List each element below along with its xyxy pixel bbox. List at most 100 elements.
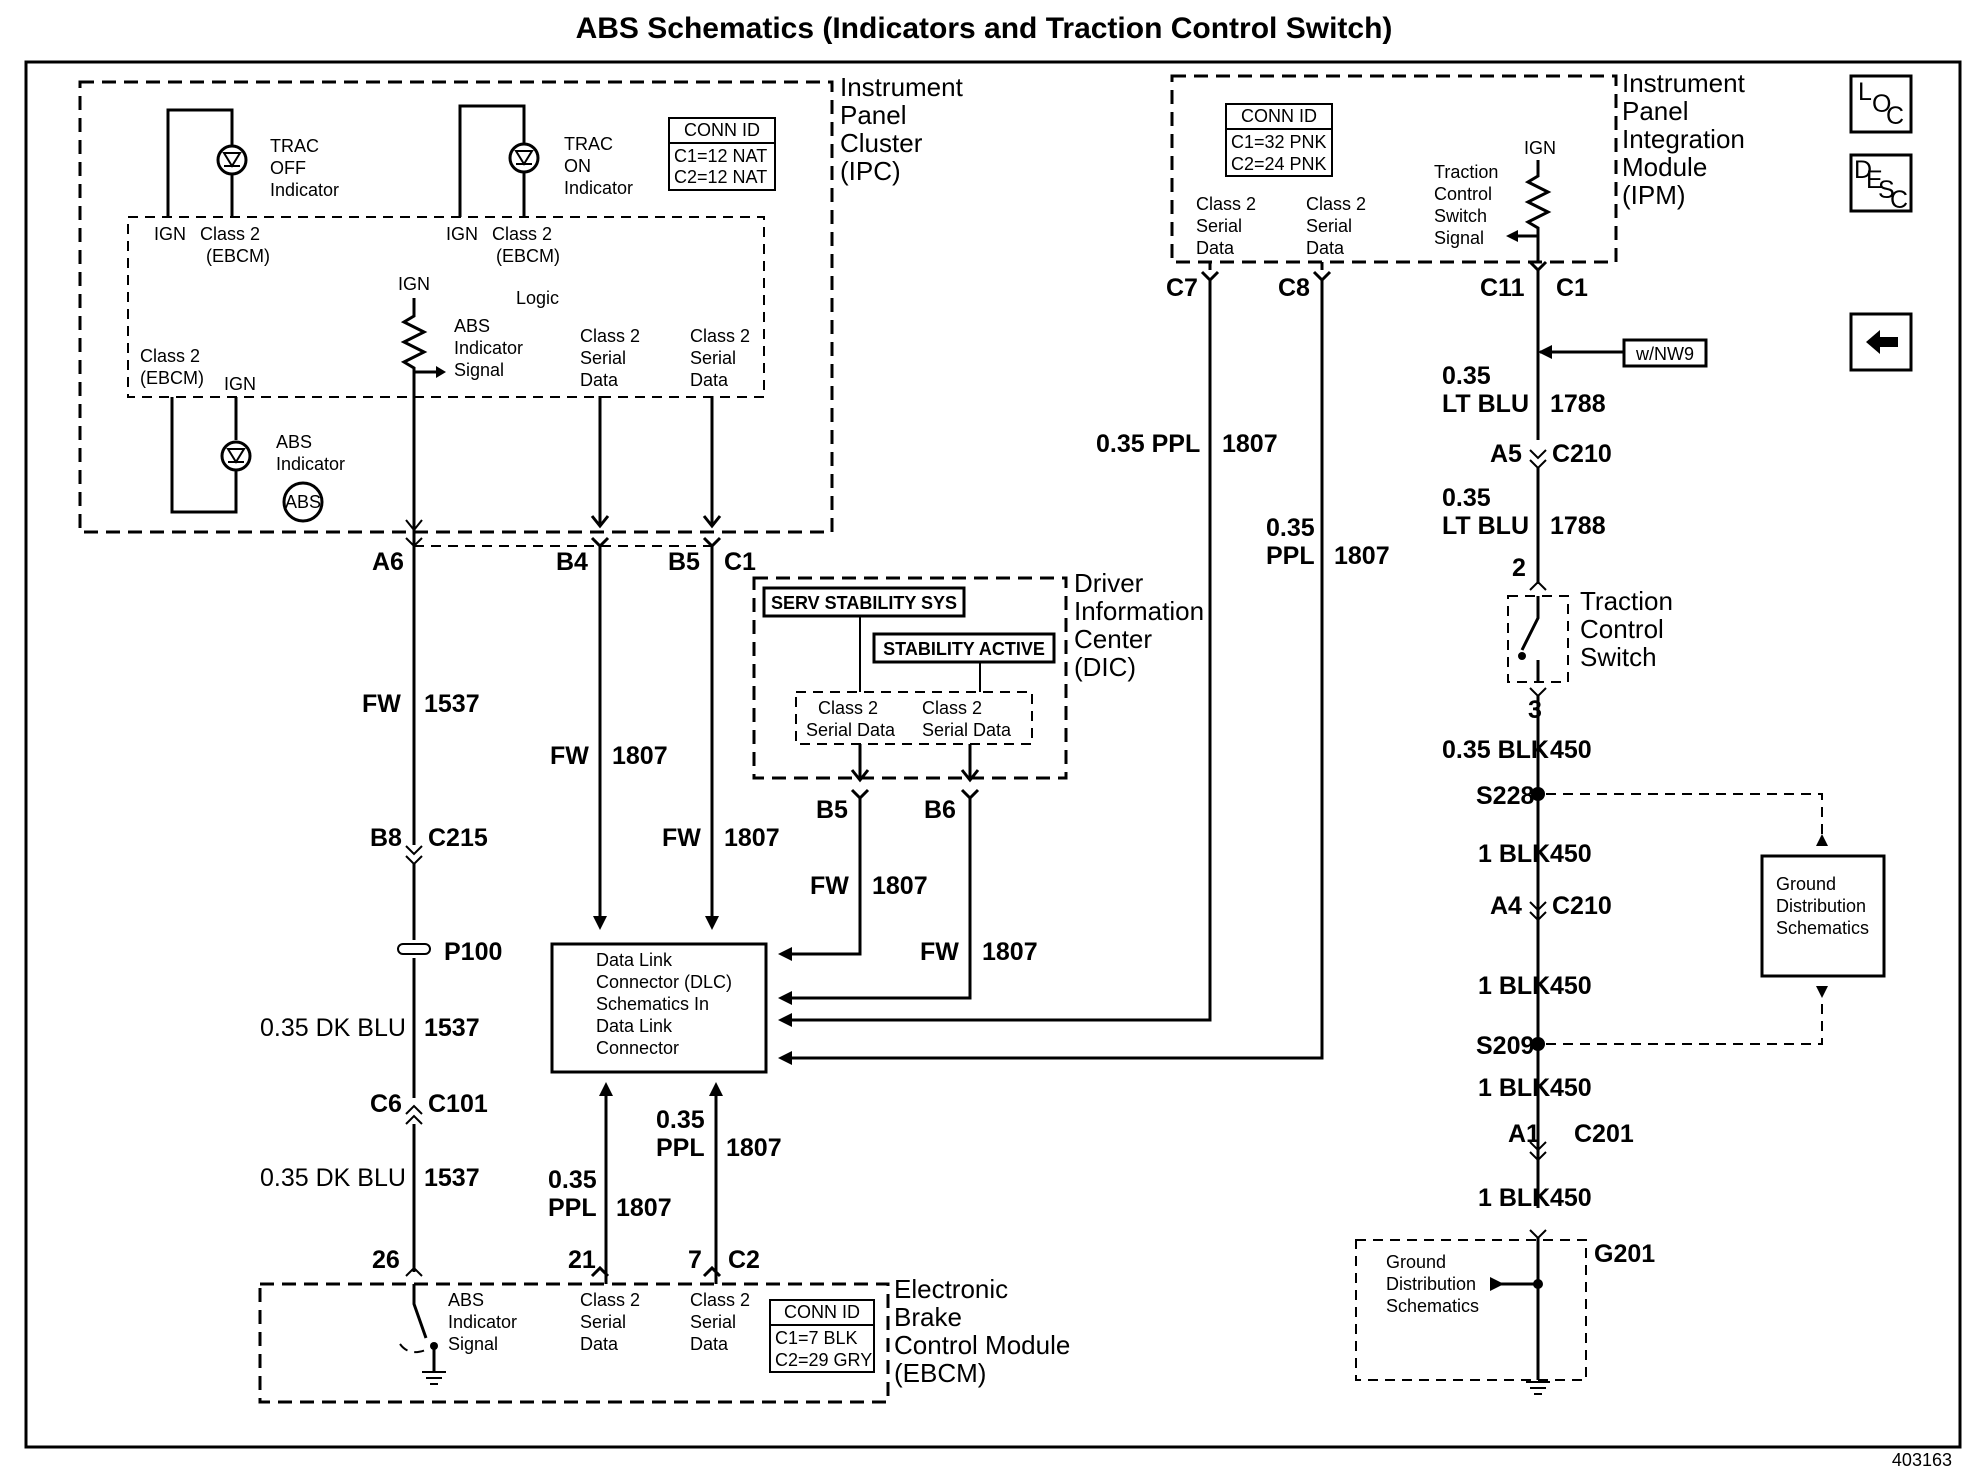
ground-icon	[1526, 1381, 1550, 1395]
svg-text:C7: C7	[1166, 274, 1198, 302]
wire-1537: FW 1537 B8 C215 P100 0.35 DK BLU 1537 C6…	[260, 519, 502, 1274]
svg-text:1537: 1537	[424, 1164, 480, 1192]
svg-text:FW: FW	[362, 690, 401, 718]
svg-text:1 BLK: 1 BLK	[1478, 1184, 1550, 1212]
svg-text:CONN ID: CONN ID	[1241, 106, 1317, 126]
ipc-conn-id: CONN ID C1=12 NAT C2=12 NAT	[668, 117, 776, 191]
svg-text:B5: B5	[816, 796, 848, 824]
svg-text:PPL: PPL	[548, 1194, 597, 1222]
ipc-boundary	[78, 80, 834, 534]
p100-splice-icon	[397, 943, 431, 955]
svg-text:1807: 1807	[612, 742, 668, 770]
dic-boundary	[752, 576, 1068, 780]
svg-text:1788: 1788	[1550, 390, 1606, 418]
svg-text:S: S	[1878, 176, 1895, 204]
svg-text:Class 2: Class 2	[200, 224, 260, 244]
svg-text:0.35: 0.35	[1442, 362, 1491, 390]
svg-text:A5: A5	[1490, 440, 1522, 468]
svg-text:0.35: 0.35	[548, 1166, 597, 1194]
wire-ebcm-21-dlc: 0.35 PPL 1807	[548, 1082, 672, 1284]
ground-chain: 0.35 BLK 450 S228 1 BLK 450 A4 C210 1 BL…	[1442, 696, 1655, 1268]
wire-dic-b5: B5 FW 1807	[778, 744, 928, 961]
ebcm-ground-icon	[422, 1371, 446, 1385]
back-button[interactable]	[1849, 312, 1913, 372]
svg-text:LT BLU: LT BLU	[1442, 390, 1529, 418]
svg-text:21: 21	[568, 1246, 596, 1274]
svg-text:O: O	[1872, 90, 1891, 118]
diagram-title: ABS Schematics (Indicators and Traction …	[576, 12, 1393, 45]
svg-text:ABS: ABS	[285, 492, 321, 512]
svg-text:C1=12 NAT: C1=12 NAT	[674, 146, 767, 166]
ipc-pin-b4: B4	[556, 548, 588, 576]
svg-text:1807: 1807	[1334, 542, 1390, 570]
svg-text:C: C	[1886, 102, 1904, 130]
wire-ipm-c8: 0.35 PPL 1807	[778, 262, 1390, 1065]
figure-id: 403163	[1892, 1450, 1952, 1470]
ipc-logic-label: Logic	[516, 288, 559, 308]
svg-text:1807: 1807	[724, 824, 780, 852]
svg-text:CONN ID: CONN ID	[684, 120, 760, 140]
splice-s209	[1531, 1037, 1545, 1051]
svg-text:IGN: IGN	[398, 274, 430, 294]
svg-text:2: 2	[1512, 554, 1526, 582]
loc-button[interactable]: L O C	[1849, 74, 1913, 134]
svg-text:7: 7	[688, 1246, 702, 1274]
wire-dic-b6: B6 FW 1807	[778, 744, 1038, 1005]
svg-text:1 BLK: 1 BLK	[1478, 1074, 1550, 1102]
svg-text:C: C	[1890, 186, 1908, 214]
ebcm-boundary	[258, 1282, 890, 1404]
svg-text:(EBCM): (EBCM)	[496, 246, 560, 266]
ipc-logic-boundary	[127, 216, 765, 398]
svg-text:FW: FW	[810, 872, 849, 900]
ipc-pin-b5: B5	[668, 548, 700, 576]
ebcm-conn-id: CONN ID C1=7 BLK C2=29 GRY	[769, 1299, 875, 1373]
dic-serial-boundary	[795, 691, 1033, 745]
svg-text:26: 26	[372, 1246, 400, 1274]
outer-frame	[24, 60, 1962, 1449]
svg-text:C2=24 PNK: C2=24 PNK	[1231, 154, 1327, 174]
wire-1788: w/NW9 0.35 LT BLU 1788 A5 C210 0.35 LT B…	[1442, 260, 1708, 584]
ipm-conn-id: CONN ID C1=32 PNK C2=24 PNK	[1225, 103, 1333, 177]
dlc-box[interactable]	[550, 942, 768, 1074]
svg-text:LT BLU: LT BLU	[1442, 512, 1529, 540]
wire-ipm-c7: 0.35 PPL 1807	[778, 262, 1278, 1027]
wire-ebcm-7-dlc: 0.35 PPL 1807	[656, 1082, 782, 1284]
svg-text:D: D	[1854, 156, 1872, 184]
ipc-pin-c1: C1	[724, 548, 756, 576]
svg-text:STABILITY ACTIVE: STABILITY ACTIVE	[883, 639, 1045, 659]
desc-button[interactable]: D E S C	[1849, 153, 1913, 214]
svg-text:PPL: PPL	[1266, 542, 1315, 570]
svg-text:1537: 1537	[424, 1014, 480, 1042]
splice-s228	[1531, 787, 1545, 801]
svg-text:A1: A1	[1508, 1120, 1540, 1148]
svg-text:FW: FW	[662, 824, 701, 852]
svg-text:0.35: 0.35	[656, 1106, 705, 1134]
svg-text:450: 450	[1550, 840, 1592, 868]
svg-text:S228: S228	[1476, 782, 1534, 810]
svg-text:1 BLK: 1 BLK	[1478, 972, 1550, 1000]
svg-text:(EBCM): (EBCM)	[206, 246, 270, 266]
abs-symbol-icon	[282, 481, 324, 523]
svg-text:1807: 1807	[1222, 430, 1278, 458]
svg-text:450: 450	[1550, 736, 1592, 764]
svg-text:w/NW9: w/NW9	[1635, 344, 1694, 364]
